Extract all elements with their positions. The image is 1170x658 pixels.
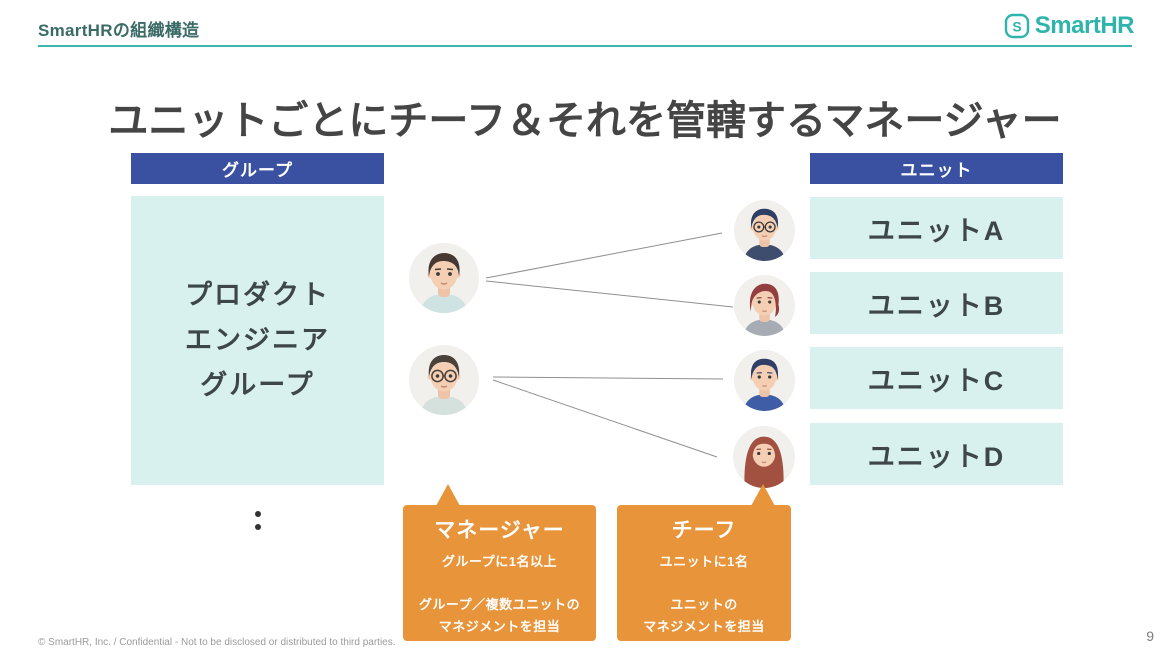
- chief-avatar-4: [733, 426, 795, 488]
- manager-callout: マネージャー グループに1名以上 グループ／複数ユニットの マネジメントを担当: [403, 484, 596, 641]
- chief-avatar-2: [734, 275, 795, 336]
- chief-avatar-3: [734, 350, 795, 411]
- manager-avatar-1: [409, 243, 479, 313]
- smarthr-logo-icon: S: [1004, 13, 1029, 39]
- chief-callout-description: ユニットの マネジメントを担当: [643, 597, 765, 634]
- svg-text:S: S: [1012, 19, 1021, 35]
- unit-box-c: ユニットC: [810, 347, 1063, 409]
- group-box: プロダクト エンジニア グループ: [131, 196, 384, 485]
- manager-callout-pointer-icon: [436, 484, 460, 506]
- manager-avatar-2: [409, 345, 479, 415]
- chief-callout-subtitle: ユニットに1名: [659, 554, 749, 569]
- group-box-line: エンジニア: [185, 325, 330, 355]
- unit-column-header: ユニット: [810, 153, 1063, 184]
- manager-callout-description: グループ／複数ユニットの マネジメントを担当: [418, 597, 581, 634]
- chief-callout-pointer-icon: [751, 484, 775, 506]
- chief-callout-title: チーフ: [671, 519, 737, 542]
- slide-title: ユニットごとにチーフ＆それを管轄するマネージャー: [108, 99, 1062, 143]
- unit-box-b: ユニットB: [810, 272, 1063, 334]
- smarthr-logo: S SmartHR: [1004, 12, 1135, 40]
- header-divider: [38, 45, 1132, 47]
- manager-callout-subtitle: グループに1名以上: [442, 554, 557, 569]
- page-title: SmartHRの組織構造: [38, 21, 200, 40]
- group-box-line: プロダクト: [185, 280, 330, 310]
- group-box-line: グループ: [200, 370, 315, 400]
- unit-box-d: ユニットD: [810, 423, 1063, 485]
- manager-callout-title: マネージャー: [434, 519, 565, 542]
- group-column-header: グループ: [131, 153, 384, 184]
- unit-box-a: ユニットA: [810, 197, 1063, 259]
- page-number: 9: [1146, 628, 1154, 644]
- chief-avatar-1: [734, 200, 795, 261]
- smarthr-logo-text: SmartHR: [1034, 12, 1135, 39]
- more-groups-ellipsis: [255, 511, 262, 537]
- confidential-note: © SmartHR, Inc. / Confidential - Not to …: [38, 637, 396, 648]
- chief-callout: チーフ ユニットに1名 ユニットの マネジメントを担当: [617, 484, 791, 641]
